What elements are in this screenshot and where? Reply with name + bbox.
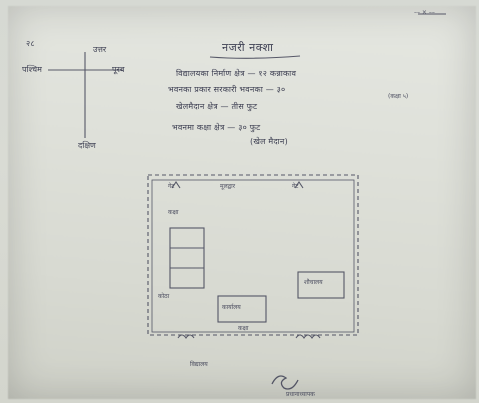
- plan-left-block-label: कोठा: [158, 293, 170, 300]
- center-block: [217, 295, 267, 323]
- signature-stroke: [271, 375, 299, 390]
- title-underline: [209, 55, 301, 59]
- plan-top-wall-label: मूलद्वार: [220, 183, 236, 190]
- compass-north-label: उत्तर: [93, 45, 107, 54]
- plan-right-block-label: शौचालय: [304, 279, 323, 286]
- detail-line-4: भवनमा कक्षा क्षेत्र — ३० फुट: [172, 123, 261, 132]
- stamp-text: विद्यालय: [190, 361, 208, 368]
- compass-east-label: पूरब: [112, 65, 125, 74]
- gate-right-mark: [294, 181, 304, 189]
- plan-inner-wall: [151, 179, 355, 333]
- plan-left-room-label: कक्षा: [168, 209, 179, 216]
- plan-gate-left-label: गेट: [168, 183, 175, 190]
- tree-mark-right: [295, 334, 321, 339]
- right-block: [297, 271, 345, 299]
- detail-line-3: खेलमैदान क्षेत्र — तीस फुट: [176, 102, 258, 111]
- plan-gate-right-label: गेट: [292, 183, 299, 190]
- detail-line-5: (खेल मैदान): [250, 137, 288, 146]
- plan-center-block-label: कार्यालय: [222, 304, 241, 311]
- tree-mark-left: [177, 334, 195, 339]
- detail-line-2: भवनका प्रकार सरकारी भवनका — ३०: [168, 85, 286, 94]
- paper-sheet: [8, 6, 476, 399]
- page-mark-topright: –– × ––: [414, 9, 435, 16]
- detail-line-1: विद्यालयका निर्माण क्षेत्र — १२ कन्नाकाव: [176, 69, 297, 78]
- signature-caption: प्रधानाध्यापक: [286, 391, 315, 398]
- gate-left-mark: [171, 181, 181, 189]
- map-title: नजरी नक्शा: [222, 41, 274, 54]
- compass-west-label: पश्चिम: [22, 65, 42, 74]
- detail-line-2-continuation: (कक्षा ५): [388, 93, 409, 100]
- plan-outer-wall: [147, 174, 359, 336]
- left-tall-block: [169, 227, 205, 289]
- plan-bottom-wall-label: कक्षा: [238, 325, 249, 332]
- compass-south-label: दक्षिण: [78, 141, 96, 150]
- page-number-mark: २८: [26, 39, 35, 48]
